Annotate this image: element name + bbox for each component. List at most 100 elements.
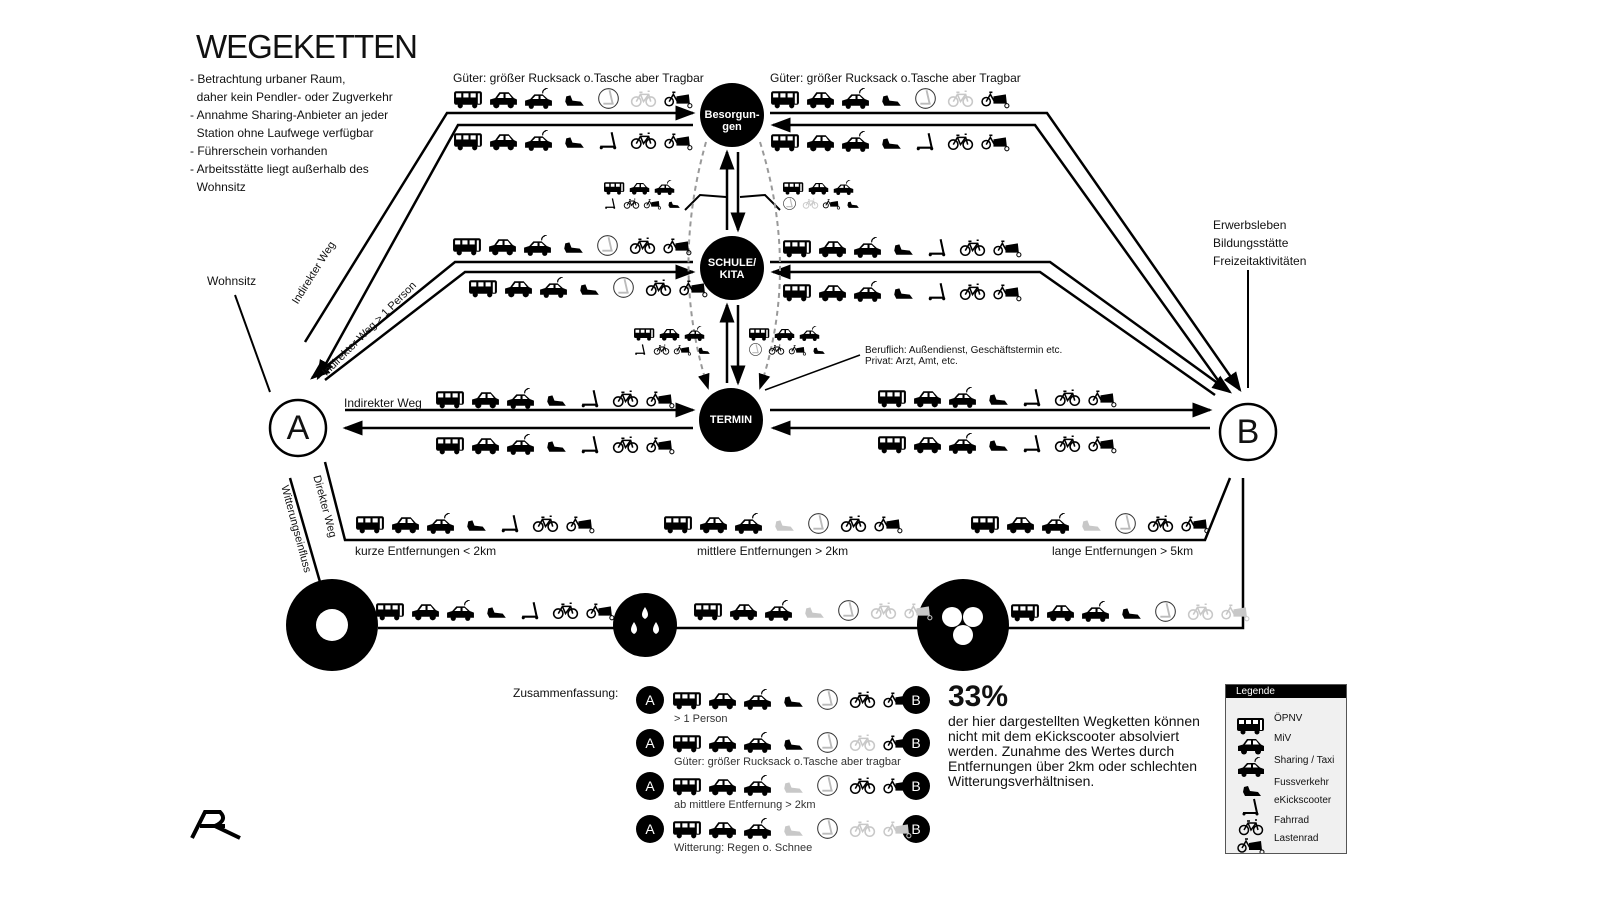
car-icon	[472, 392, 499, 409]
scooter-icon	[580, 435, 600, 455]
legend-item-cargo: Lastenrad	[1274, 833, 1319, 844]
taxi-icon	[539, 277, 568, 298]
gueter-label-right: Güter: größer Rucksack o.Tasche aber Tra…	[770, 71, 1021, 85]
cargo-icon	[673, 345, 692, 356]
cargo-icon	[643, 199, 662, 210]
bike-icon	[947, 90, 974, 108]
car-icon	[808, 183, 829, 195]
cargo-icon	[663, 238, 692, 256]
taxi-icon	[743, 732, 772, 753]
car-icon	[489, 239, 516, 256]
summary-caption: ab mittlere Entfernung > 2km	[674, 799, 816, 811]
mode-row-dist-mid	[664, 513, 903, 534]
bus-icon	[356, 516, 384, 534]
car-icon	[472, 438, 499, 455]
dist-mid-label: mittlere Entfernungen > 2km	[697, 544, 849, 558]
node-a-label: A	[286, 409, 310, 447]
nodes	[190, 83, 1278, 840]
stat-text: der hier dargestellten Wegketten können …	[948, 713, 1200, 789]
foot-icon	[668, 201, 680, 208]
car-icon	[807, 92, 834, 109]
mode-row-small-mid-right	[748, 326, 825, 356]
scooter-unavailable-icon	[596, 235, 619, 256]
bike-icon	[532, 515, 559, 533]
mode-row-small-top-right	[782, 180, 859, 210]
scooter-icon	[1022, 434, 1042, 454]
car-icon	[819, 285, 846, 302]
foot-icon	[1122, 608, 1141, 619]
mode-row-top-left-out	[454, 88, 693, 109]
note-line: daher kein Pendler- oder Zugverkehr	[190, 90, 393, 104]
car-icon	[412, 604, 439, 621]
legend-item-foot: Fussverkehr	[1274, 777, 1330, 788]
bike-icon	[802, 198, 819, 209]
taxi-icon	[426, 513, 455, 534]
summary-node-label: B	[911, 778, 921, 794]
node-schule-label: SCHULE/ KITA	[707, 257, 757, 281]
foot-icon	[580, 284, 599, 295]
car-icon	[659, 329, 680, 341]
legend-item-scooter: eKickscooter	[1274, 795, 1332, 806]
summary-node-label: A	[645, 821, 655, 837]
taxi-icon	[764, 600, 793, 621]
scooter-unavailable-icon	[816, 818, 839, 839]
car-icon	[490, 134, 517, 151]
bus-icon	[469, 280, 497, 298]
taxi-icon	[506, 388, 535, 409]
mode-row-top-right-back	[771, 131, 1010, 152]
bike-icon	[840, 515, 867, 533]
taxi-icon	[506, 434, 535, 455]
car-icon	[700, 517, 727, 534]
dist-short-label: kurze Entfernungen < 2km	[355, 544, 497, 558]
scooter-icon	[604, 197, 616, 210]
scooter-unavailable-icon	[816, 775, 839, 796]
bike-icon	[630, 90, 657, 108]
cargo-icon	[874, 516, 903, 534]
foot-icon	[989, 394, 1008, 405]
cargo-icon	[981, 91, 1010, 109]
bus-icon	[436, 437, 464, 455]
erwerb-label-2: Bildungsstätte	[1213, 236, 1289, 250]
summary-caption: Güter: größer Rucksack o.Tasche aber tra…	[674, 756, 901, 768]
scooter-unavailable-icon	[1154, 601, 1177, 622]
bus-icon	[436, 391, 464, 409]
taxi-icon	[1237, 757, 1265, 777]
beruflich-label: Beruflich: Außendienst, Geschäftstermin …	[865, 345, 1063, 356]
cargo-icon	[883, 821, 912, 839]
mode-row-mid-left-back	[469, 277, 708, 298]
summary-node-a	[636, 729, 664, 757]
node-a	[268, 398, 328, 458]
foot-icon	[894, 288, 913, 299]
wohnsitz-label: Wohnsitz	[207, 274, 257, 288]
foot-icon	[813, 347, 825, 354]
bike-icon	[629, 237, 656, 255]
car-icon	[807, 135, 834, 152]
car-icon	[1238, 739, 1264, 755]
car-icon	[774, 329, 795, 341]
foot-icon	[547, 441, 566, 452]
mode-row-top-left-back	[454, 130, 693, 151]
bus-icon	[1011, 604, 1039, 622]
tire-icon	[286, 579, 378, 671]
hail-icon	[917, 579, 1009, 671]
summary-icons	[636, 772, 930, 800]
bus-icon	[878, 390, 906, 408]
bike-icon	[552, 602, 579, 620]
foot-icon	[1243, 786, 1261, 796]
bike-icon	[653, 344, 670, 355]
privat-label: Privat: Arzt, Amt, etc.	[865, 356, 958, 367]
foot-icon	[894, 244, 913, 255]
scooter-unavailable-icon	[597, 88, 620, 109]
scooter-unavailable-icon	[612, 277, 635, 298]
note-line: Station ohne Laufwege verfügbar	[190, 126, 374, 140]
taxi-icon	[524, 130, 553, 151]
cargo-icon	[993, 240, 1022, 258]
scooter-icon	[927, 238, 947, 258]
summary-node-a	[636, 686, 664, 714]
foot-icon	[847, 201, 859, 208]
bus-icon	[453, 238, 481, 256]
